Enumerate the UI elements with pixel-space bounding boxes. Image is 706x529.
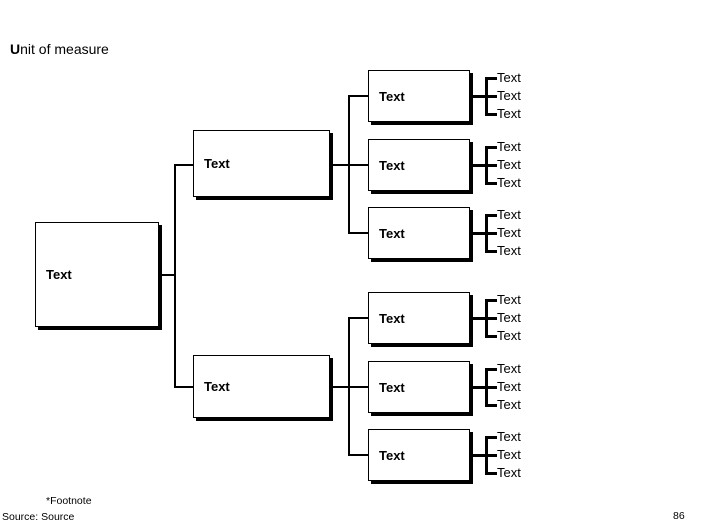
node-box-2: Text [368, 139, 470, 191]
leaf-label-list: Text Text Text [497, 291, 521, 345]
node-box-label: Text [379, 447, 405, 463]
leaf-label: Text [497, 243, 521, 258]
leaf-label: Text [497, 139, 521, 154]
branch-box-label: Text [204, 379, 230, 394]
connector-node-3-in [349, 232, 368, 234]
connector-cluster-top-vertical [348, 95, 350, 234]
connector-branch-bottom-out [333, 386, 368, 388]
node-group-6: Text Text Text Text [368, 429, 543, 481]
bracket-vertical-line [485, 298, 488, 338]
bracket-bottom-stub [485, 334, 497, 338]
leaf-label-list: Text Text Text [497, 360, 521, 414]
connector-root-stub [159, 274, 175, 276]
bracket-mid-line [471, 316, 497, 320]
leaf-label-list: Text Text Text [497, 138, 521, 192]
page-number: 86 [673, 510, 685, 522]
connector-node-4-in [349, 317, 368, 319]
bracket-vertical-line [485, 435, 488, 475]
root-box-label: Text [46, 267, 72, 282]
bracket-top-stub [485, 435, 497, 439]
bracket-top-stub [485, 145, 497, 149]
branch-box-label: Text [204, 156, 230, 171]
connector-node-6-in [349, 454, 368, 456]
leaf-label: Text [497, 361, 521, 376]
node-box-3: Text [368, 207, 470, 259]
bracket-mid-line [471, 163, 497, 167]
bracket-top-stub [485, 76, 497, 80]
connector-branch-top-out [333, 164, 368, 166]
leaf-label-list: Text Text Text [497, 428, 521, 482]
title-text: nit of measure [20, 41, 109, 57]
branch-box-top: Text [193, 130, 330, 197]
leaf-label: Text [497, 328, 521, 343]
leaf-label: Text [497, 88, 521, 103]
branch-box-bottom: Text [193, 355, 330, 418]
leaf-label: Text [497, 292, 521, 307]
bracket-bottom-stub [485, 112, 497, 116]
node-box-5: Text [368, 361, 470, 413]
leaf-label: Text [497, 310, 521, 325]
bracket-bottom-stub [485, 403, 497, 407]
bracket-bottom-stub [485, 471, 497, 475]
bracket-top-stub [485, 298, 497, 302]
bracket-top-stub [485, 367, 497, 371]
bracket-bottom-stub [485, 181, 497, 185]
leaf-label: Text [497, 207, 521, 222]
leaf-label: Text [497, 157, 521, 172]
bracket-vertical-line [485, 213, 488, 253]
page-title: Unit of measure [10, 41, 109, 57]
leaf-label: Text [497, 175, 521, 190]
bracket-mid-line [471, 231, 497, 235]
node-group-3: Text Text Text Text [368, 207, 543, 259]
root-box: Text [35, 222, 159, 327]
leaf-label: Text [497, 397, 521, 412]
leaf-label: Text [497, 429, 521, 444]
node-group-5: Text Text Text Text [368, 361, 543, 413]
node-box-6: Text [368, 429, 470, 481]
connector-trunk-vertical [174, 164, 176, 388]
title-bold-letter: U [10, 41, 21, 57]
connector-branch-bottom-in [175, 386, 193, 388]
bracket-vertical-line [485, 76, 488, 116]
leaf-label: Text [497, 106, 521, 121]
bracket-mid-line [471, 453, 497, 457]
connector-cluster-bottom-vertical [348, 317, 350, 456]
node-group-1: Text Text Text Text [368, 70, 543, 122]
node-box-label: Text [379, 379, 405, 395]
leaf-label: Text [497, 70, 521, 85]
leaf-label-list: Text Text Text [497, 69, 521, 123]
node-group-4: Text Text Text Text [368, 292, 543, 344]
node-box-label: Text [379, 225, 405, 241]
bracket-mid-line [471, 385, 497, 389]
leaf-label-list: Text Text Text [497, 206, 521, 260]
source-line: Source: Source [2, 511, 75, 523]
leaf-label: Text [497, 225, 521, 240]
footnote: *Footnote [46, 495, 92, 507]
node-group-2: Text Text Text Text [368, 139, 543, 191]
bracket-bottom-stub [485, 249, 497, 253]
bracket-mid-line [471, 94, 497, 98]
leaf-label: Text [497, 447, 521, 462]
leaf-label: Text [497, 379, 521, 394]
node-box-label: Text [379, 88, 405, 104]
connector-branch-top-in [175, 164, 193, 166]
connector-node-1-in [349, 95, 368, 97]
node-box-1: Text [368, 70, 470, 122]
node-box-4: Text [368, 292, 470, 344]
node-box-label: Text [379, 310, 405, 326]
bracket-top-stub [485, 213, 497, 217]
bracket-vertical-line [485, 145, 488, 185]
node-box-label: Text [379, 157, 405, 173]
bracket-vertical-line [485, 367, 488, 407]
leaf-label: Text [497, 465, 521, 480]
